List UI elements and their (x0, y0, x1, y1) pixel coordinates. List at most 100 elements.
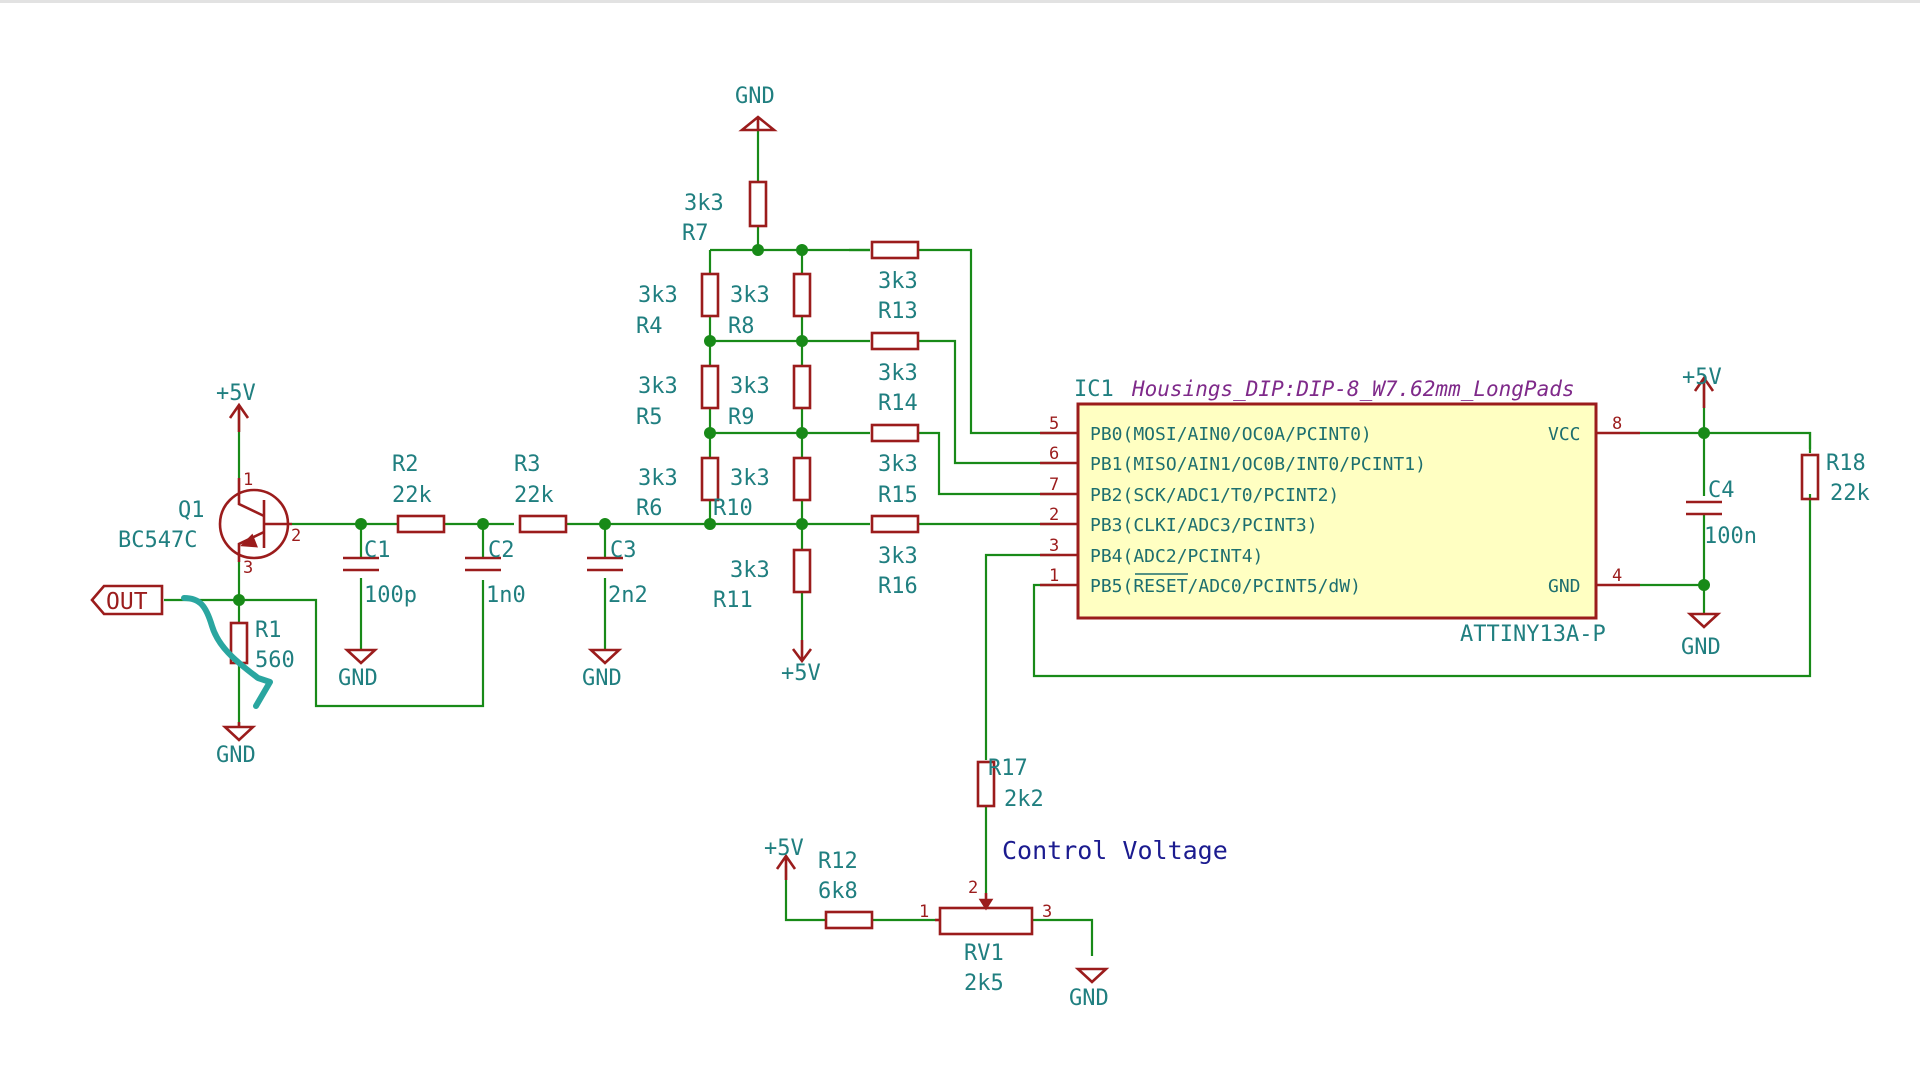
out-label: OUT (106, 589, 148, 615)
resistor-r15: 3k3 R15 (870, 423, 920, 508)
resistor-r6: 3k3 R6 (636, 456, 720, 521)
r15-value: 3k3 (878, 452, 918, 477)
r6-ref: R6 (636, 496, 663, 521)
resistor-r2: R2 22k (392, 452, 446, 534)
r7-value: 3k3 (684, 191, 724, 216)
potentiometer-rv1: 1 2 3 RV1 2k5 (919, 878, 1052, 996)
r18-ref: R18 (1826, 451, 1866, 476)
pin-name: PB2(SCK/ADC1/T0/PCINT2) (1090, 485, 1339, 506)
c2-ref: C2 (488, 538, 515, 563)
supply-label: +5V (216, 381, 256, 406)
c1-ref: C1 (364, 538, 391, 563)
resistor-r1: R1 560 (229, 618, 295, 673)
supply-label: +5V (764, 836, 804, 861)
supply-vcc: +5V (1682, 365, 1722, 408)
resistor-r16: 3k3 R16 (870, 514, 920, 599)
r3-ref: R3 (514, 452, 541, 477)
r10-ref: R10 (713, 496, 753, 521)
junction-dots (233, 244, 1710, 606)
supply-q1: +5V (216, 381, 256, 432)
supply-label: +5V (781, 661, 821, 686)
resistor-r9: 3k3 R9 (728, 364, 812, 430)
r9-value: 3k3 (730, 374, 770, 399)
c4-value: 100n (1704, 524, 1757, 549)
ic-value: ATTINY13A-P (1460, 622, 1606, 647)
r7-ref: R7 (682, 221, 709, 246)
ic-attiny13a: IC1 Housings_DIP:DIP-8_W7.62mm_LongPads … (1040, 377, 1640, 647)
pin-number: 1 (1049, 566, 1059, 586)
ground-c4: GND (1681, 612, 1722, 660)
r12-value: 6k8 (818, 879, 858, 904)
out-port: OUT (90, 584, 164, 616)
c3-ref: C3 (610, 538, 637, 563)
ground-r7: GND (735, 84, 778, 132)
ground-label: GND (582, 666, 622, 691)
pin-number: 5 (1049, 414, 1059, 434)
r8-ref: R8 (728, 314, 755, 339)
c2-value: 1n0 (486, 583, 526, 608)
ground-c3: GND (582, 648, 623, 691)
pin-number: 4 (1612, 566, 1622, 586)
r18-value: 22k (1830, 481, 1870, 506)
r6-value: 3k3 (638, 466, 678, 491)
r16-value: 3k3 (878, 544, 918, 569)
resistor-r11: 3k3 R11 (713, 548, 812, 613)
r17-ref: R17 (988, 756, 1028, 781)
pin-number: 1 (919, 902, 929, 922)
r5-ref: R5 (636, 405, 663, 430)
r2-ref: R2 (392, 452, 419, 477)
q1-ref: Q1 (178, 498, 205, 523)
r10-value: 3k3 (730, 466, 770, 491)
resistor-r4: 3k3 R4 (636, 272, 720, 339)
pin-name: GND (1548, 576, 1581, 597)
pin-name: PB4(ADC2/PCINT4) (1090, 546, 1263, 567)
supply-ladder: +5V (781, 640, 821, 686)
r1-ref: R1 (255, 618, 282, 643)
resistor-r18: R18 22k (1800, 451, 1870, 506)
r12-ref: R12 (818, 849, 858, 874)
hand-annotation-stroke (181, 595, 273, 709)
window-top-border (0, 0, 1920, 3)
resistor-r14: 3k3 R14 (870, 331, 920, 416)
ground-c1: GND (338, 648, 379, 691)
r8-value: 3k3 (730, 283, 770, 308)
pin-name: PB0(MOSI/AIN0/OC0A/PCINT0) (1090, 424, 1372, 445)
r9-ref: R9 (728, 405, 755, 430)
ground-pot: GND (1069, 967, 1110, 1011)
c1-value: 100p (364, 583, 417, 608)
pin-number: 2 (291, 526, 301, 546)
ground-label: GND (735, 84, 775, 109)
pin-number: 2 (968, 878, 978, 898)
pin-number: 6 (1049, 444, 1059, 464)
r2-value: 22k (392, 483, 432, 508)
r17-value: 2k2 (1004, 787, 1044, 812)
r14-ref: R14 (878, 391, 918, 416)
pin-number: 3 (243, 558, 253, 578)
resistor-r5: 3k3 R5 (636, 364, 720, 430)
r1-value: 560 (255, 648, 295, 673)
r15-ref: R15 (878, 483, 918, 508)
capacitor-c3: C3 2n2 (587, 538, 648, 608)
r3-value: 22k (514, 483, 554, 508)
resistor-r3: R3 22k (514, 452, 568, 534)
r11-value: 3k3 (730, 558, 770, 583)
resistor-r8: 3k3 R8 (728, 272, 812, 339)
capacitor-c1: C1 100p (343, 538, 417, 608)
control-voltage-note: Control Voltage (1002, 836, 1228, 865)
ground-label: GND (338, 666, 378, 691)
ground-label: GND (1681, 635, 1721, 660)
resistor-r12: R12 6k8 (818, 849, 874, 930)
resistor-r7: 3k3 R7 (682, 180, 768, 246)
rv1-value: 2k5 (964, 971, 1004, 996)
pin-name: PB1(MISO/AIN1/OC0B/INT0/PCINT1) (1090, 454, 1426, 475)
pin-number: 3 (1042, 902, 1052, 922)
r4-ref: R4 (636, 314, 663, 339)
transistor-q1: 1 2 3 Q1 BC547C (118, 470, 301, 578)
capacitor-c4: C4 100n (1686, 478, 1757, 549)
rv1-ref: RV1 (964, 941, 1004, 966)
pin-number: 1 (243, 470, 253, 490)
pin-number: 8 (1612, 414, 1622, 434)
c3-value: 2n2 (608, 583, 648, 608)
supply-pot: +5V (764, 836, 804, 880)
